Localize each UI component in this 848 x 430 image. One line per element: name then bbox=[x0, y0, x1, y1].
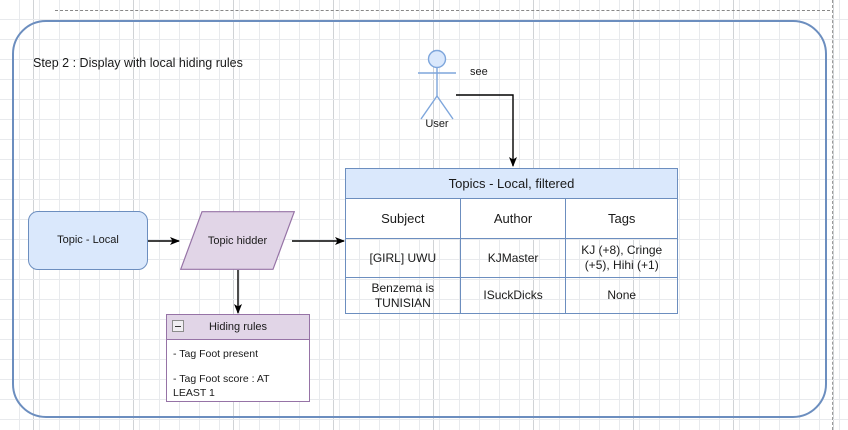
step-title: Step 2 : Display with local hiding rules bbox=[33, 56, 243, 70]
cell-author: ISuckDicks bbox=[459, 277, 567, 314]
collapse-minus-icon[interactable] bbox=[172, 320, 184, 332]
node-topic-local[interactable]: Topic - Local bbox=[28, 211, 148, 270]
note-rule-1: - Tag Foot score : AT LEAST 1 bbox=[173, 373, 270, 400]
parallelogram-shape bbox=[180, 211, 295, 270]
note-rule-0: - Tag Foot present bbox=[173, 348, 259, 360]
node-topic-hidder-label: Topic hidder bbox=[207, 234, 268, 247]
column-header-author: Author bbox=[459, 198, 567, 239]
note-hiding-rules[interactable]: Hiding rules - Tag Foot present - Tag Fo… bbox=[166, 314, 310, 402]
table-row[interactable]: Benzema is TUNISIAN ISuckDicks None bbox=[345, 277, 678, 314]
cell-author: KJMaster bbox=[459, 238, 567, 278]
cell-subject: Benzema is TUNISIAN bbox=[345, 277, 461, 314]
page-break-horizontal-guide bbox=[55, 10, 830, 11]
column-header-subject: Subject bbox=[345, 198, 461, 239]
table-title-row: Topics - Local, filtered bbox=[345, 168, 678, 199]
node-topic-local-label: Topic - Local bbox=[57, 233, 119, 246]
cell-tags: None bbox=[565, 277, 678, 314]
table-row[interactable]: [GIRL] UWU KJMaster KJ (+8), Cringe (+5)… bbox=[345, 238, 678, 278]
table-title: Topics - Local, filtered bbox=[345, 168, 678, 199]
actor-stick-figure-icon[interactable] bbox=[414, 46, 460, 136]
note-body: - Tag Foot present - Tag Foot score : AT… bbox=[167, 340, 309, 401]
edge-label-see: see bbox=[470, 66, 488, 78]
topics-table[interactable]: Topics - Local, filtered Subject Author … bbox=[345, 168, 678, 314]
note-header: Hiding rules bbox=[167, 315, 309, 340]
table-header-row: Subject Author Tags bbox=[345, 198, 678, 239]
cell-tags: KJ (+8), Cringe (+5), Hihi (+1) bbox=[565, 238, 678, 278]
column-header-tags: Tags bbox=[565, 198, 678, 239]
note-title: Hiding rules bbox=[208, 321, 268, 333]
cell-subject: [GIRL] UWU bbox=[345, 238, 461, 278]
page-break-vertical-guide bbox=[832, 0, 833, 430]
step-container-frame[interactable] bbox=[12, 20, 827, 418]
actor-label: User bbox=[425, 118, 449, 130]
node-topic-hidder[interactable]: Topic hidder bbox=[180, 211, 295, 270]
